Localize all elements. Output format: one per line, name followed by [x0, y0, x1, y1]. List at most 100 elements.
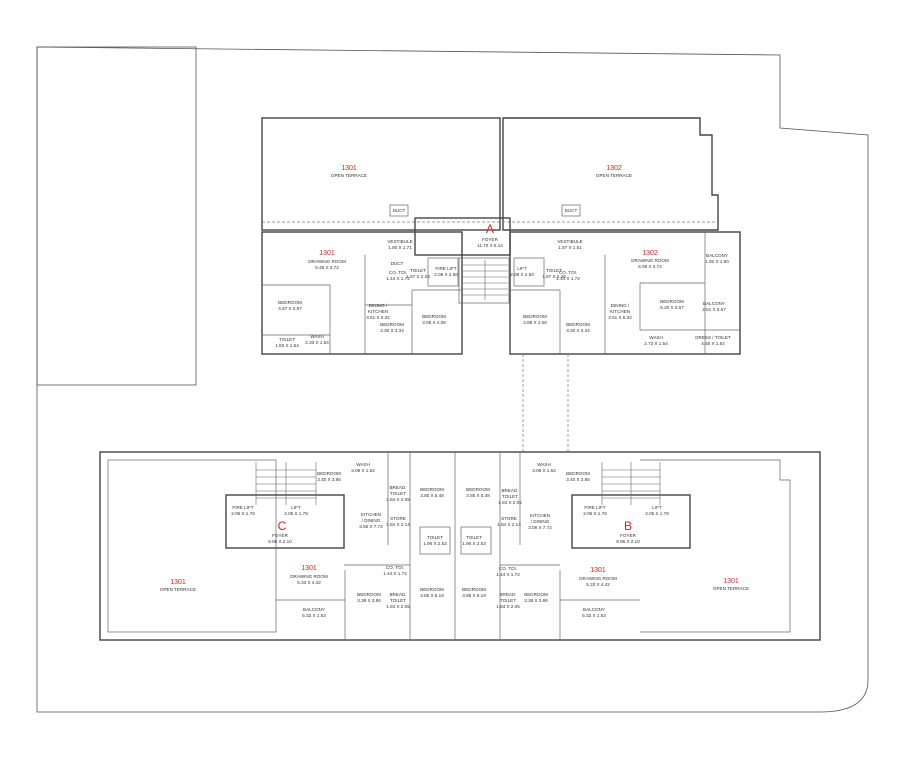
- label-line: BREAD.: [501, 488, 518, 493]
- upper-room-label: DUCT: [393, 208, 406, 213]
- label-line: 1.67 X 2.26: [406, 274, 430, 279]
- label-line: TOILET: [546, 268, 562, 273]
- label-line: DUCT: [565, 208, 578, 213]
- label-line: 3.38 X 3.86: [524, 598, 548, 603]
- label-line: BREAD.: [389, 592, 406, 597]
- upper-block: [261, 117, 741, 355]
- label-line: 2.33 X 1.54: [305, 340, 329, 345]
- label-line: 1.84 X 2.05: [386, 604, 410, 609]
- label-line: DRAWING ROOM: [631, 258, 669, 263]
- lower-room-label: CO. TOI.1.44 X 1.72: [496, 566, 520, 577]
- lower-room-label: 1301: [170, 579, 186, 586]
- label-line: WASH: [310, 334, 324, 339]
- label-line: 3.38 X 3.86: [357, 598, 381, 603]
- label-line: CO. TOI.: [499, 566, 517, 571]
- label-line: TOILET: [410, 268, 426, 273]
- label-line: 3.88 X 4.08: [523, 320, 547, 325]
- label-line: KITCHEN: [361, 512, 381, 517]
- lower-block: [99, 451, 821, 641]
- upper-room-label: CO. TOI.1.44 X 1.72: [556, 270, 580, 281]
- label-line: BEDROOM: [524, 592, 548, 597]
- label-line: 1.84 X 2.05: [498, 500, 522, 505]
- label-line: CO. TOI.: [386, 565, 404, 570]
- label-line: 3.30 X 3.34: [566, 328, 590, 333]
- label-line: KITCHEN: [368, 309, 388, 314]
- label-line: OPEN TERRACE: [596, 173, 632, 178]
- label-line: 1.44 X 1.72: [386, 276, 410, 281]
- wing-b-label: B: [624, 519, 632, 533]
- wing-a-label: A: [486, 222, 494, 236]
- label-line: 3.08 X 4.08: [422, 320, 446, 325]
- label-line: 3.08 X 7.72: [528, 525, 552, 530]
- label-line: 3.08 X 1.52: [351, 468, 375, 473]
- label-line: LIFT: [652, 505, 662, 510]
- lower-room-label: OPEN TERRACE: [160, 587, 196, 592]
- label-line: 2.05 X 1.78: [284, 511, 308, 516]
- label-line: KITCHEN: [530, 513, 550, 518]
- label-line: VESTIBULE: [557, 239, 582, 244]
- label-line: DINING /: [369, 303, 388, 308]
- label-line: 11.70 X 5.14: [477, 243, 503, 248]
- label-line: 2.05 X 1.78: [583, 511, 607, 516]
- label-line: 3.51 X 5.32: [608, 315, 632, 320]
- label-line: WASH: [649, 335, 663, 340]
- label-line: / DINING: [531, 519, 550, 524]
- label-line: BEDROOM: [566, 322, 590, 327]
- label-line: BEDROOM: [462, 587, 486, 592]
- label-line: VESTIBULE: [387, 239, 412, 244]
- wing-c-label: C: [278, 519, 287, 533]
- label-line: DRESS / TOILET: [695, 335, 731, 340]
- label-line: DINING /: [611, 303, 630, 308]
- label-line: 2.05 X 1.78: [645, 511, 669, 516]
- upper-room-label: 1302: [642, 250, 658, 257]
- label-line: STORE: [390, 516, 406, 521]
- label-line: 3.40 X 3.86: [566, 477, 590, 482]
- label-line: 1.80 X 1.71: [388, 245, 412, 250]
- label-line: FOYER: [620, 533, 637, 538]
- label-line: TOILET: [502, 494, 518, 499]
- label-line: DUCT: [391, 261, 404, 266]
- label-line: BALCONY: [703, 301, 725, 306]
- label-line: 1301: [723, 578, 739, 585]
- label-line: BALCONY: [583, 607, 605, 612]
- label-line: DRAWING ROOM: [290, 574, 328, 579]
- label-line: CO. TOI.: [389, 270, 407, 275]
- label-line: BEDROOM: [278, 300, 302, 305]
- label-line: KITCHEN: [610, 309, 630, 314]
- label-line: 1.83 X 1.54: [275, 343, 299, 348]
- label-line: BEDROOM: [422, 314, 446, 319]
- label-line: 1301: [170, 579, 186, 586]
- label-line: 2.08 X 2.50: [434, 272, 458, 277]
- lower-room-label: 1301: [590, 567, 606, 574]
- label-line: LIFT: [517, 266, 527, 271]
- label-line: BEDROOM: [566, 471, 590, 476]
